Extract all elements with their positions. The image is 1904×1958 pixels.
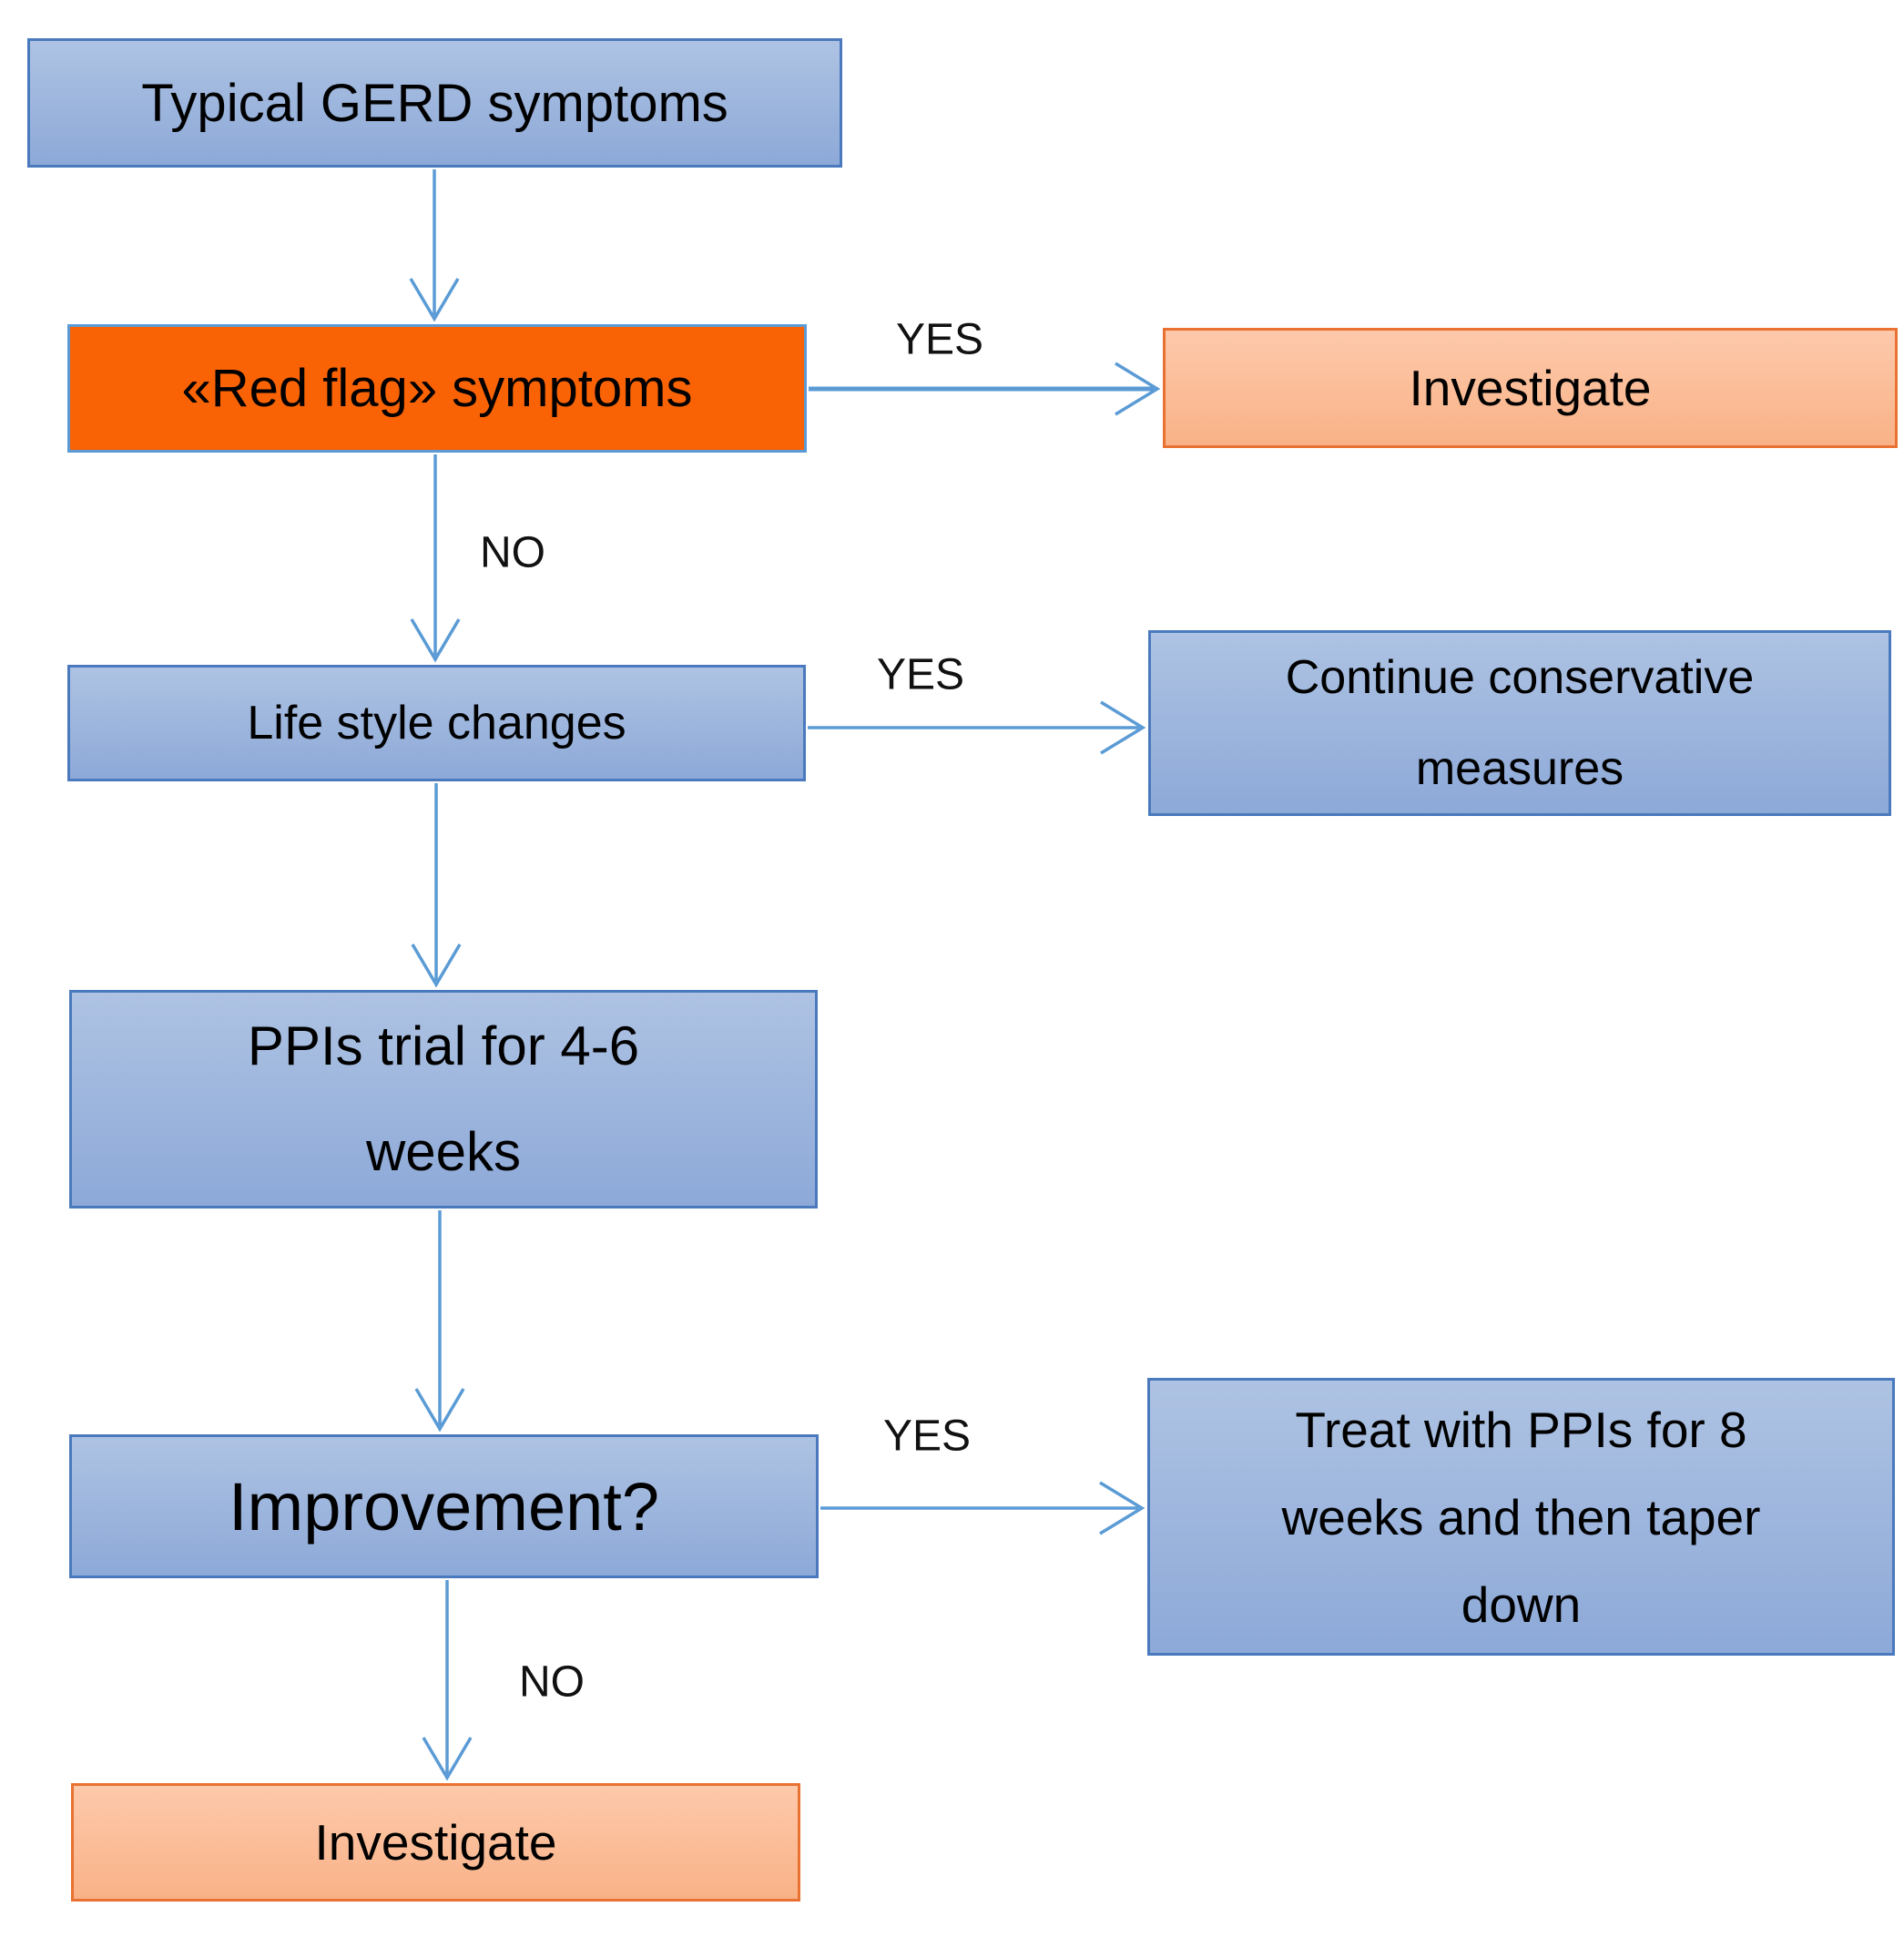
node-continue-conservative-measures: Continue conservative measures: [1148, 630, 1891, 816]
node-label-line: PPIs trial for 4-6: [247, 1015, 640, 1076]
node-label-line: Continue conservative: [1285, 651, 1755, 704]
arrow-redflag-to-lifestyle: [410, 454, 461, 663]
node-label-line: Treat with PPIs for 8: [1295, 1401, 1747, 1458]
node-investigate-bottom: Investigate: [71, 1783, 800, 1902]
node-treat-with-ppis: Treat with PPIs for 8 weeks and then tap…: [1147, 1378, 1895, 1656]
arrow-improvement-to-investigate: [422, 1580, 473, 1781]
node-label: Life style changes: [247, 697, 626, 750]
node-improvement-question: Improvement?: [69, 1434, 819, 1578]
node-label-line: weeks and then taper: [1281, 1488, 1761, 1545]
node-ppi-trial: PPIs trial for 4-6 weeks: [69, 990, 818, 1208]
node-label: Improvement?: [229, 1468, 659, 1545]
arrow-typical-to-redflag: [409, 169, 460, 322]
node-label: «Red flag» symptoms: [181, 359, 693, 418]
arrow-redflag-to-investigate: [809, 362, 1161, 416]
arrow-ppis-to-improvement: [414, 1210, 465, 1433]
arrow-improvement-to-treat: [820, 1481, 1145, 1535]
node-label-line: measures: [1415, 742, 1624, 795]
node-label-line: down: [1461, 1576, 1582, 1633]
arrow-lifestyle-to-continue: [808, 700, 1146, 755]
node-typical-gerd-symptoms: Typical GERD symptoms: [27, 38, 842, 168]
edge-label-no: NO: [480, 528, 545, 577]
node-red-flag-symptoms: «Red flag» symptoms: [67, 324, 807, 453]
edge-label-yes: YES: [876, 650, 965, 699]
edge-label-no: NO: [519, 1657, 585, 1707]
node-label: Investigate: [314, 1814, 557, 1871]
edge-label-yes: YES: [895, 315, 984, 364]
node-label: Typical GERD symptoms: [141, 73, 728, 133]
node-lifestyle-changes: Life style changes: [67, 665, 806, 781]
node-label: Investigate: [1409, 360, 1652, 416]
arrow-lifestyle-to-ppis: [411, 783, 462, 988]
node-label-line: weeks: [365, 1121, 522, 1182]
node-investigate-top: Investigate: [1163, 328, 1898, 448]
edge-label-yes: YES: [882, 1412, 972, 1461]
